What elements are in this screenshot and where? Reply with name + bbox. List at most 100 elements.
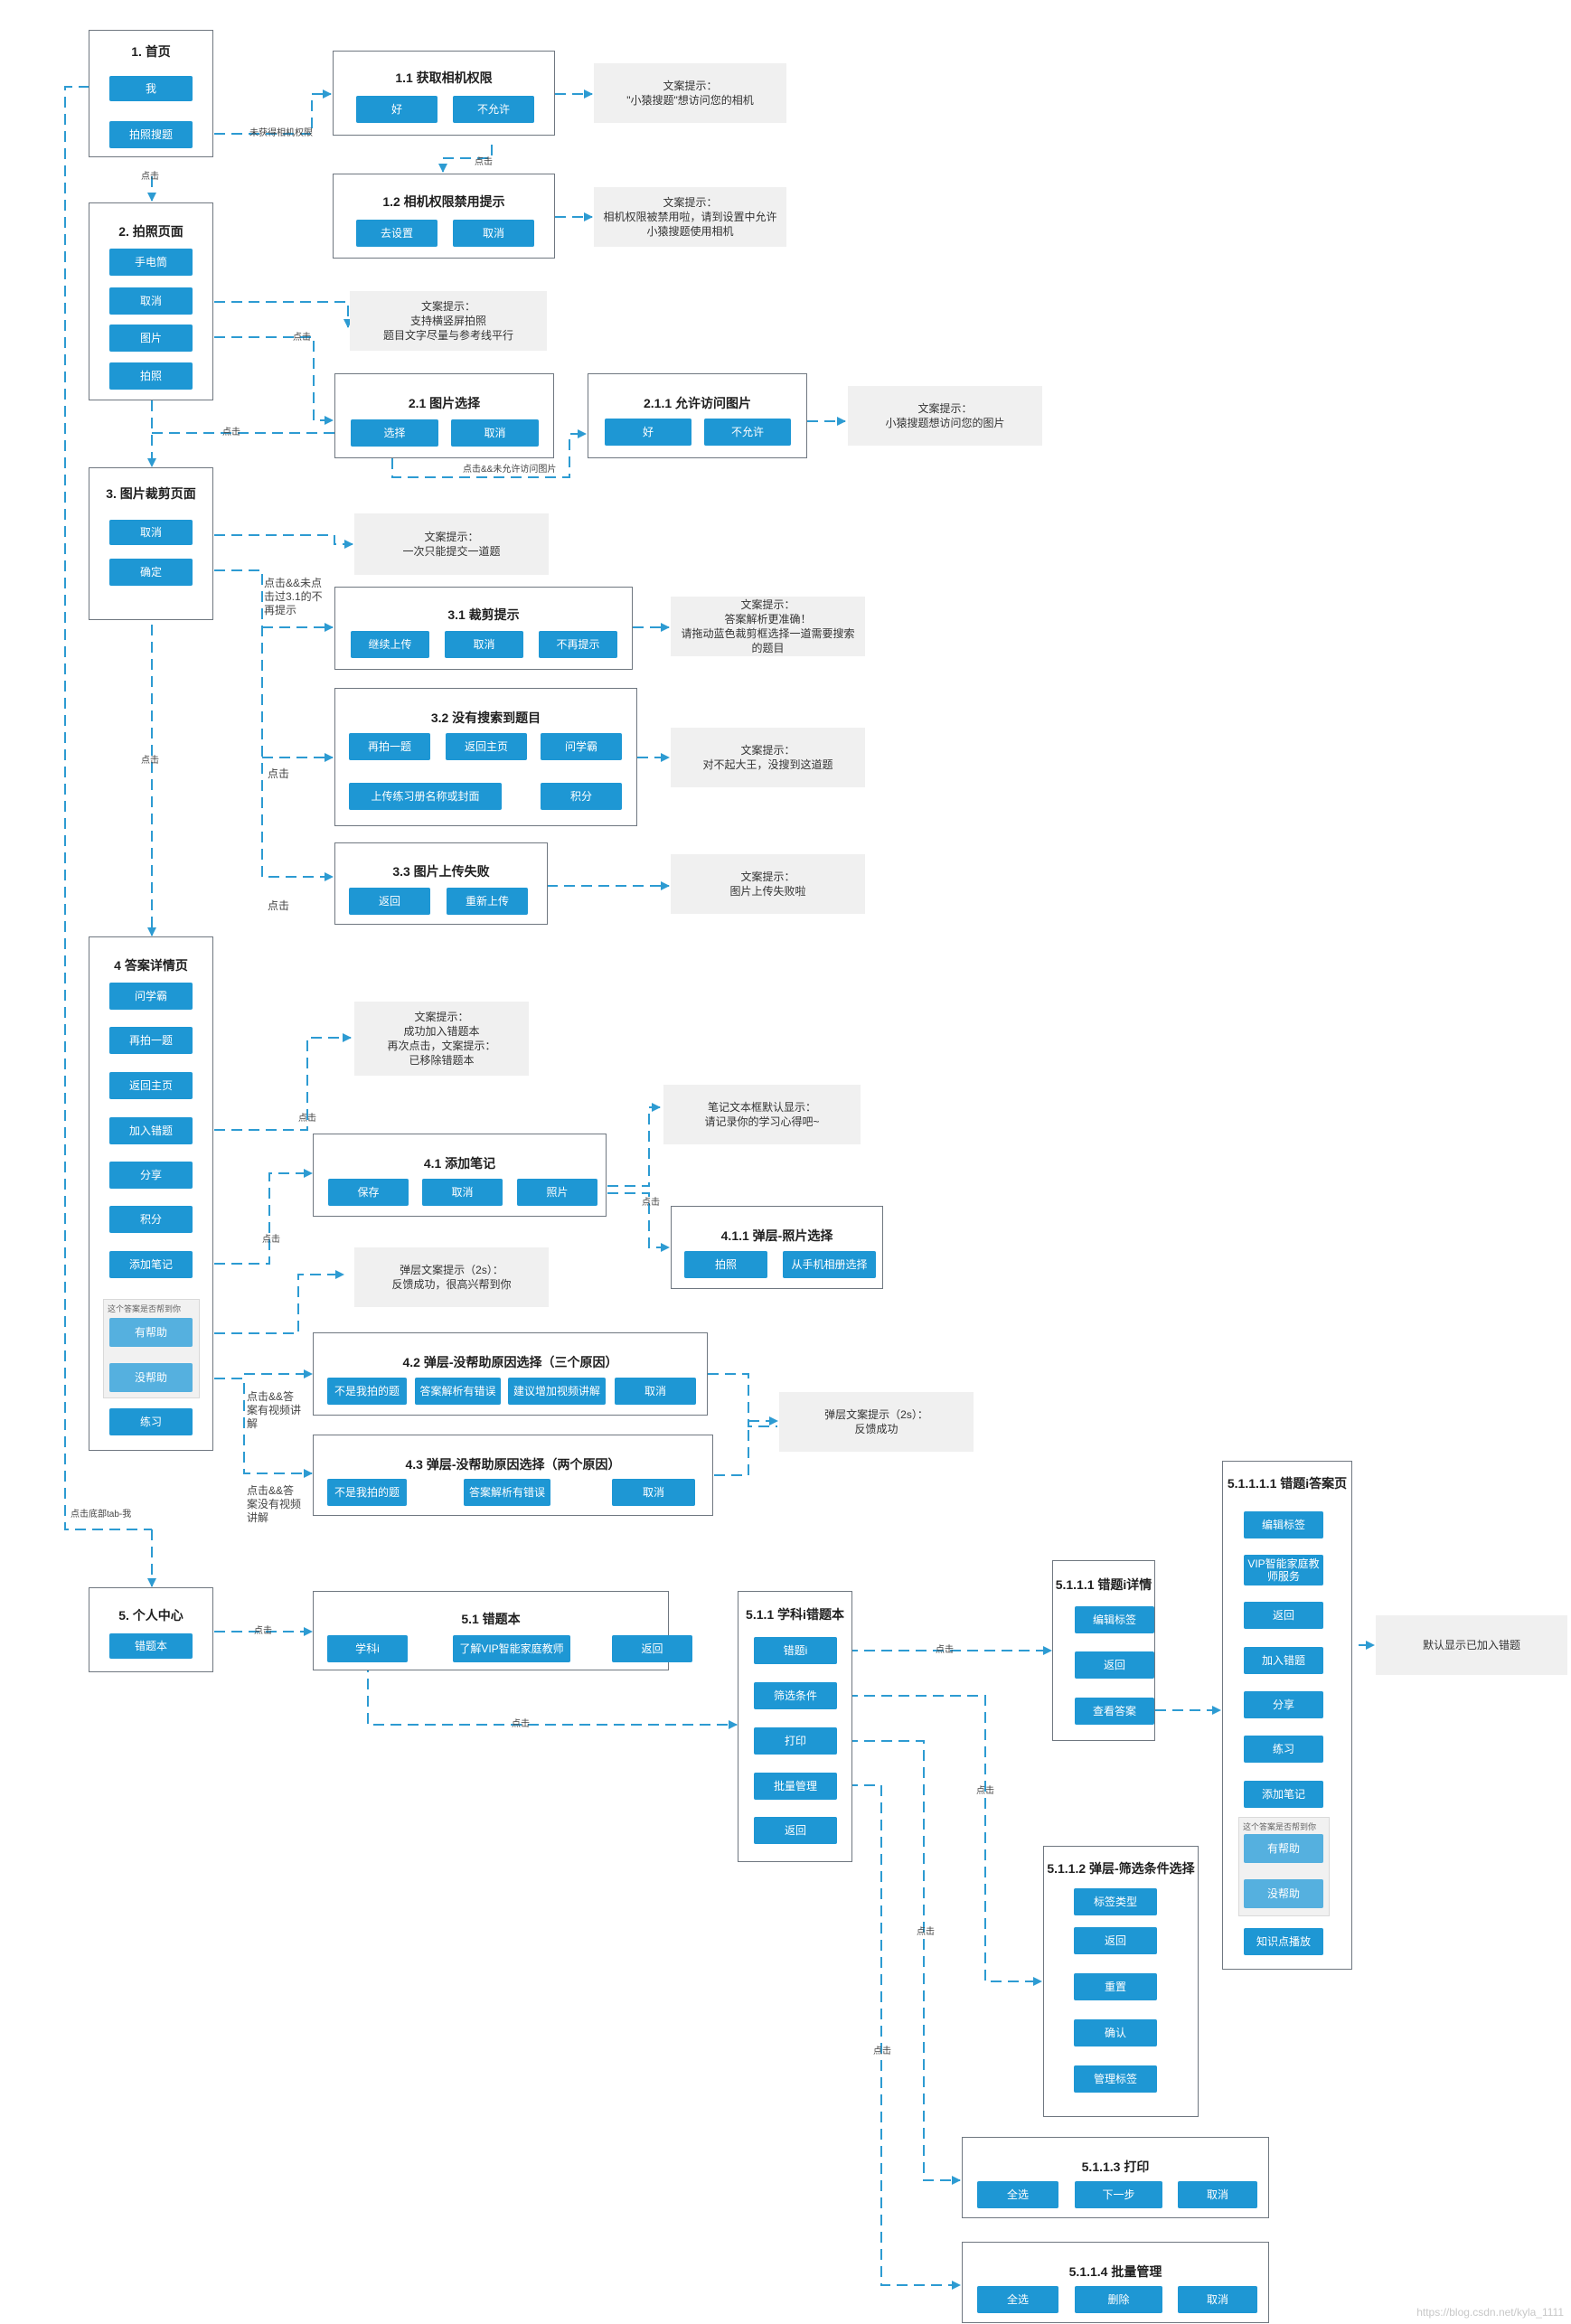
picture-button[interactable]: 图片 (109, 325, 193, 352)
photo-search-button[interactable]: 拍照搜题 (109, 121, 193, 148)
retake-button[interactable]: 再拍一题 (349, 733, 430, 760)
select-all-button[interactable]: 全选 (977, 2181, 1058, 2208)
back-home-button[interactable]: 返回主页 (109, 1072, 193, 1099)
helpful-button[interactable]: 有帮助 (1244, 1834, 1323, 1863)
reason-not-mine-button[interactable]: 不是我拍的题 (327, 1479, 407, 1506)
back-button[interactable]: 返回 (1075, 1651, 1154, 1679)
allow-picture-page: 2.1.1 允许访问图片 好 不允许 (588, 373, 807, 458)
points-button[interactable]: 积分 (109, 1206, 193, 1233)
select-all-button[interactable]: 全选 (977, 2286, 1058, 2313)
deny-button[interactable]: 不允许 (453, 96, 534, 123)
cancel-button[interactable]: 取消 (1178, 2286, 1257, 2313)
vip-service-button[interactable]: VIP智能家庭教师服务 (1244, 1555, 1323, 1585)
edit-tag-button[interactable]: 编辑标签 (1244, 1511, 1323, 1538)
album-button[interactable]: 从手机相册选择 (783, 1251, 876, 1278)
upload-workbook-button[interactable]: 上传练习册名称或封面 (349, 783, 502, 810)
batch-manage-button[interactable]: 批量管理 (754, 1773, 837, 1800)
view-answer-button[interactable]: 查看答案 (1075, 1698, 1154, 1725)
delete-button[interactable]: 删除 (1075, 2286, 1162, 2313)
label-click-has-video: 点击&&答案有视频讲解 (247, 1390, 302, 1430)
never-remind-button[interactable]: 不再提示 (539, 631, 617, 658)
next-step-button[interactable]: 下一步 (1075, 2181, 1162, 2208)
add-wrong-button[interactable]: 加入错题 (1244, 1647, 1323, 1674)
back-button[interactable]: 返回 (1074, 1927, 1157, 1954)
tag-type-button[interactable]: 标签类型 (1074, 1888, 1157, 1915)
back-button[interactable]: 返回 (349, 888, 430, 915)
reason-add-video-button[interactable]: 建议增加视频讲解 (508, 1378, 606, 1405)
go-settings-button[interactable]: 去设置 (356, 220, 437, 247)
back-button[interactable]: 返回 (754, 1817, 837, 1844)
reset-button[interactable]: 重置 (1074, 1973, 1157, 2000)
camera-permission-page: 1.1 获取相机权限 好 不允许 (333, 51, 555, 136)
reupload-button[interactable]: 重新上传 (447, 888, 528, 915)
label-click: 点击 (141, 756, 159, 766)
cancel-button[interactable]: 取消 (109, 287, 193, 315)
manage-tag-button[interactable]: 管理标签 (1074, 2065, 1157, 2093)
cancel-button[interactable]: 取消 (615, 1378, 696, 1405)
cancel-button[interactable]: 取消 (612, 1479, 695, 1506)
reason-wrong-analysis-button[interactable]: 答案解析有错误 (464, 1479, 550, 1506)
add-note-button[interactable]: 添加笔记 (109, 1251, 193, 1278)
ask-expert-button[interactable]: 问学霸 (109, 983, 193, 1010)
save-button[interactable]: 保存 (328, 1179, 409, 1206)
note-line: 对不起大王，没搜到这道题 (702, 758, 833, 771)
reason-not-mine-button[interactable]: 不是我拍的题 (327, 1378, 407, 1405)
back-button[interactable]: 返回 (1244, 1602, 1323, 1629)
wrong-item-button[interactable]: 错题i (754, 1637, 837, 1664)
practice-button[interactable]: 练习 (109, 1408, 193, 1435)
knowledge-play-button[interactable]: 知识点播放 (1244, 1928, 1323, 1955)
cancel-button[interactable]: 取消 (422, 1179, 503, 1206)
helpful-button[interactable]: 有帮助 (109, 1318, 193, 1347)
helpful-group-title: 这个答案是否帮到你 (108, 1304, 182, 1313)
note-line: 请拖动蓝色裁剪框选择一道需要搜索 (681, 627, 855, 640)
add-wrong-button[interactable]: 加入错题 (109, 1117, 193, 1144)
confirm-button[interactable]: 确认 (1074, 2019, 1157, 2046)
points-button[interactable]: 积分 (541, 783, 622, 810)
wrong-detail-page: 5.1.1.1 错题i详情 编辑标签 返回 查看答案 (1052, 1560, 1155, 1741)
shoot-button[interactable]: 拍照 (684, 1251, 767, 1278)
subject-button[interactable]: 学科i (327, 1635, 408, 1662)
back-button[interactable]: 返回 (612, 1635, 692, 1662)
ask-expert-button[interactable]: 问学霸 (541, 733, 622, 760)
allow-ok-button[interactable]: 好 (605, 419, 691, 446)
practice-button[interactable]: 练习 (1244, 1736, 1323, 1763)
camera-banned-page: 1.2 相机权限禁用提示 去设置 取消 (333, 174, 555, 259)
shoot-button[interactable]: 拍照 (109, 362, 193, 390)
share-button[interactable]: 分享 (1244, 1691, 1323, 1718)
add-note-page: 4.1 添加笔记 保存 取消 照片 (313, 1134, 607, 1217)
me-button[interactable]: 我 (109, 76, 193, 101)
confirm-button[interactable]: 确定 (109, 559, 193, 586)
cancel-button[interactable]: 取消 (451, 419, 539, 447)
cancel-button[interactable]: 取消 (453, 220, 534, 247)
allow-ok-button[interactable]: 好 (356, 96, 437, 123)
allow-picture-title: 2.1.1 允许访问图片 (643, 396, 752, 410)
reason-wrong-analysis-button[interactable]: 答案解析有错误 (415, 1378, 501, 1405)
continue-upload-button[interactable]: 继续上传 (351, 631, 429, 658)
choose-button[interactable]: 选择 (351, 419, 438, 447)
camera-banned-title: 1.2 相机权限禁用提示 (382, 194, 505, 209)
label-click: 点击 (642, 1198, 660, 1208)
cancel-button[interactable]: 取消 (445, 631, 523, 658)
filter-popup-title: 5.1.1.2 弹层-筛选条件选择 (1047, 1861, 1195, 1876)
share-button[interactable]: 分享 (109, 1162, 193, 1189)
print-button[interactable]: 打印 (754, 1727, 837, 1755)
vip-teacher-button[interactable]: 了解VIP智能家庭教师 (453, 1635, 570, 1662)
note-line: 相机权限被禁用啦，请到设置中允许 (603, 211, 777, 223)
wrong-answer-page: 5.1.1.1.1 错题i答案页 编辑标签 VIP智能家庭教师服务 返回 加入错… (1222, 1461, 1352, 1970)
back-home-button[interactable]: 返回主页 (446, 733, 527, 760)
flashlight-button[interactable]: 手电筒 (109, 249, 193, 276)
label-click-no-video: 点击&&答案没有视频讲解 (247, 1484, 302, 1524)
deny-button[interactable]: 不允许 (704, 419, 791, 446)
add-note-button[interactable]: 添加笔记 (1244, 1781, 1323, 1808)
edit-tag-button[interactable]: 编辑标签 (1075, 1606, 1154, 1633)
cancel-button[interactable]: 取消 (109, 520, 193, 545)
not-helpful-button[interactable]: 没帮助 (109, 1363, 193, 1392)
label-click: 点击 (512, 1719, 530, 1729)
photo-button[interactable]: 照片 (517, 1179, 597, 1206)
retake-button[interactable]: 再拍一题 (109, 1027, 193, 1054)
filter-button[interactable]: 筛选条件 (754, 1682, 837, 1709)
answer-page-title: 4 答案详情页 (114, 958, 188, 973)
not-helpful-button[interactable]: 没帮助 (1244, 1879, 1323, 1908)
cancel-button[interactable]: 取消 (1178, 2181, 1257, 2208)
wrong-book-button[interactable]: 错题本 (109, 1633, 193, 1659)
